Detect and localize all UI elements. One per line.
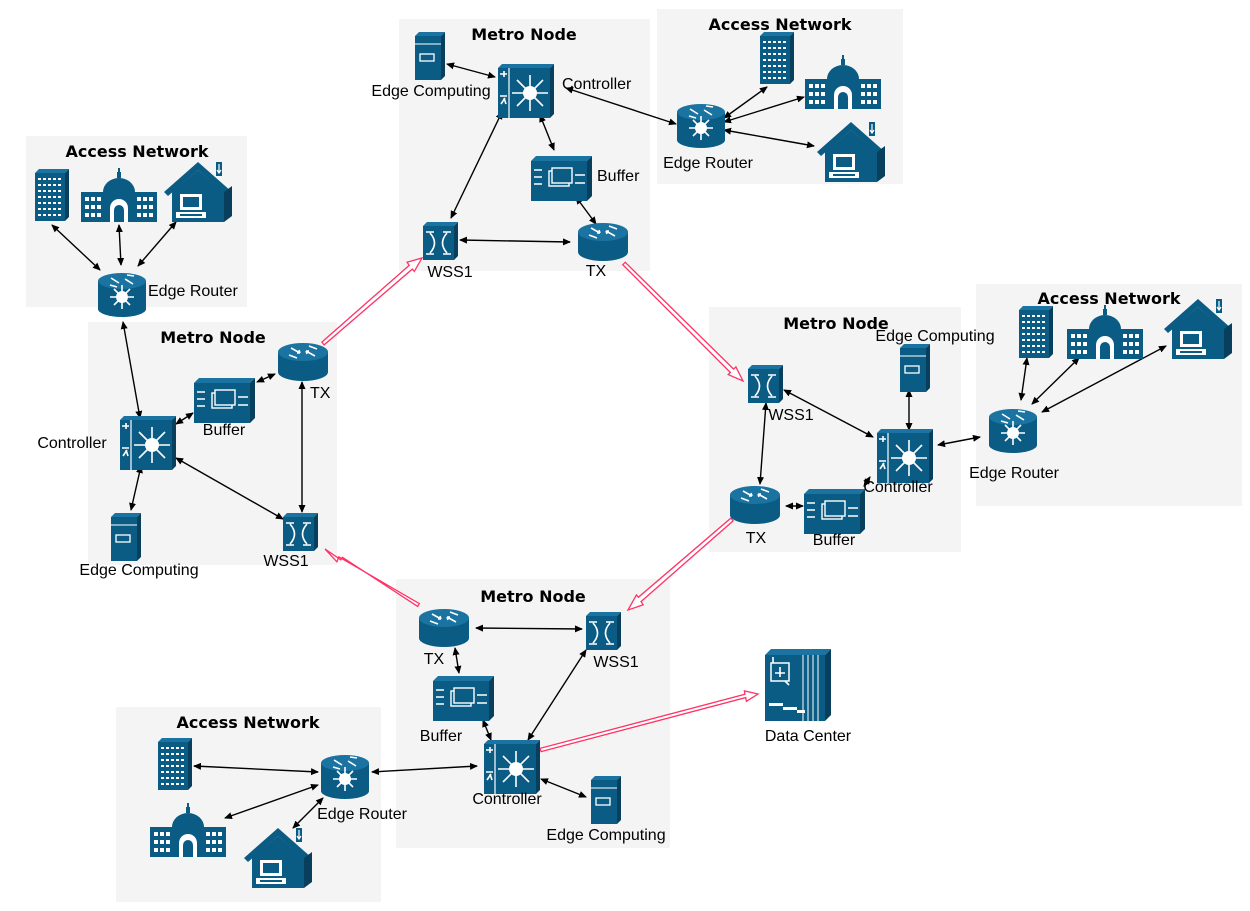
wss-icon	[422, 221, 459, 261]
tx-label: TX	[424, 651, 445, 668]
wss-label: WSS1	[768, 407, 813, 424]
edge-computing-label: Edge Computing	[371, 83, 490, 100]
ring-arrow-right-to-bottom	[626, 517, 734, 612]
data-center-icon	[764, 648, 832, 722]
metro-node-title: Metro Node	[783, 314, 889, 333]
edge-router-icon	[988, 408, 1038, 454]
buffer-label: Buffer	[203, 422, 246, 439]
wss-label: WSS1	[427, 264, 472, 281]
edge-router-label: Edge Router	[969, 465, 1060, 482]
office-building-icon	[157, 737, 193, 791]
office-building-icon	[34, 168, 70, 222]
edge-computing-icon	[110, 512, 142, 562]
edge-router-label: Edge Router	[148, 283, 239, 300]
office-building-icon	[1018, 305, 1054, 359]
buffer-label: Buffer	[597, 168, 640, 185]
edge-computing-icon	[899, 343, 931, 393]
tx-router-icon	[277, 342, 329, 382]
edge-router-label: Edge Router	[317, 806, 408, 823]
buffer-label: Buffer	[813, 532, 856, 549]
buffer-label: Buffer	[420, 728, 463, 745]
access-network-title: Access Network	[176, 713, 319, 732]
controller-icon	[483, 739, 541, 795]
buffer-icon	[803, 488, 866, 535]
buffer-icon	[530, 155, 593, 202]
edge-router-icon	[320, 754, 370, 800]
office-building-icon	[759, 31, 795, 85]
access-network-bottom-left-panel	[116, 707, 381, 902]
edge-computing-icon	[414, 31, 446, 81]
edge-computing-label: Edge Computing	[79, 562, 198, 579]
controller-icon	[876, 428, 934, 484]
edge-router-label: Edge Router	[663, 155, 754, 172]
data-center-label: Data Center	[765, 728, 852, 745]
access-network-title: Access Network	[65, 142, 208, 161]
controller-label: Controller	[562, 76, 632, 93]
ring-arrow-left-to-top	[321, 256, 424, 346]
edge-computing-label: Edge Computing	[546, 827, 665, 844]
wss-icon	[282, 512, 319, 552]
tx-label: TX	[746, 530, 767, 547]
controller-label: Controller	[863, 479, 933, 496]
controller-icon	[497, 63, 555, 119]
edge-router-icon	[676, 103, 726, 149]
ring-arrow-top-to-right	[621, 261, 745, 383]
access-network-title: Access Network	[1037, 289, 1180, 308]
buffer-icon	[432, 675, 495, 722]
controller-label: Controller	[37, 435, 107, 452]
ring-arrow-to-data-center	[539, 690, 760, 753]
wss-label: WSS1	[593, 654, 638, 671]
metro-node-title: Metro Node	[471, 25, 577, 44]
ring-arrow-bottom-to-left	[324, 548, 421, 608]
metro-node-title: Metro Node	[480, 587, 586, 606]
controller-icon	[119, 415, 177, 471]
edge-router-icon	[97, 272, 147, 318]
controller-label: Controller	[472, 791, 542, 808]
access-network-title: Access Network	[708, 15, 851, 34]
tx-router-icon	[577, 222, 629, 262]
edge-computing-icon	[590, 775, 622, 825]
wss-icon	[585, 611, 622, 651]
edge-computing-label: Edge Computing	[875, 328, 994, 345]
tx-router-icon	[729, 485, 781, 525]
tx-router-icon	[418, 608, 470, 648]
wss-icon	[747, 364, 784, 404]
wss-label: WSS1	[263, 553, 308, 570]
buffer-icon	[193, 377, 256, 424]
tx-label: TX	[310, 385, 331, 402]
metro-node-title: Metro Node	[160, 328, 266, 347]
tx-label: TX	[586, 263, 607, 280]
